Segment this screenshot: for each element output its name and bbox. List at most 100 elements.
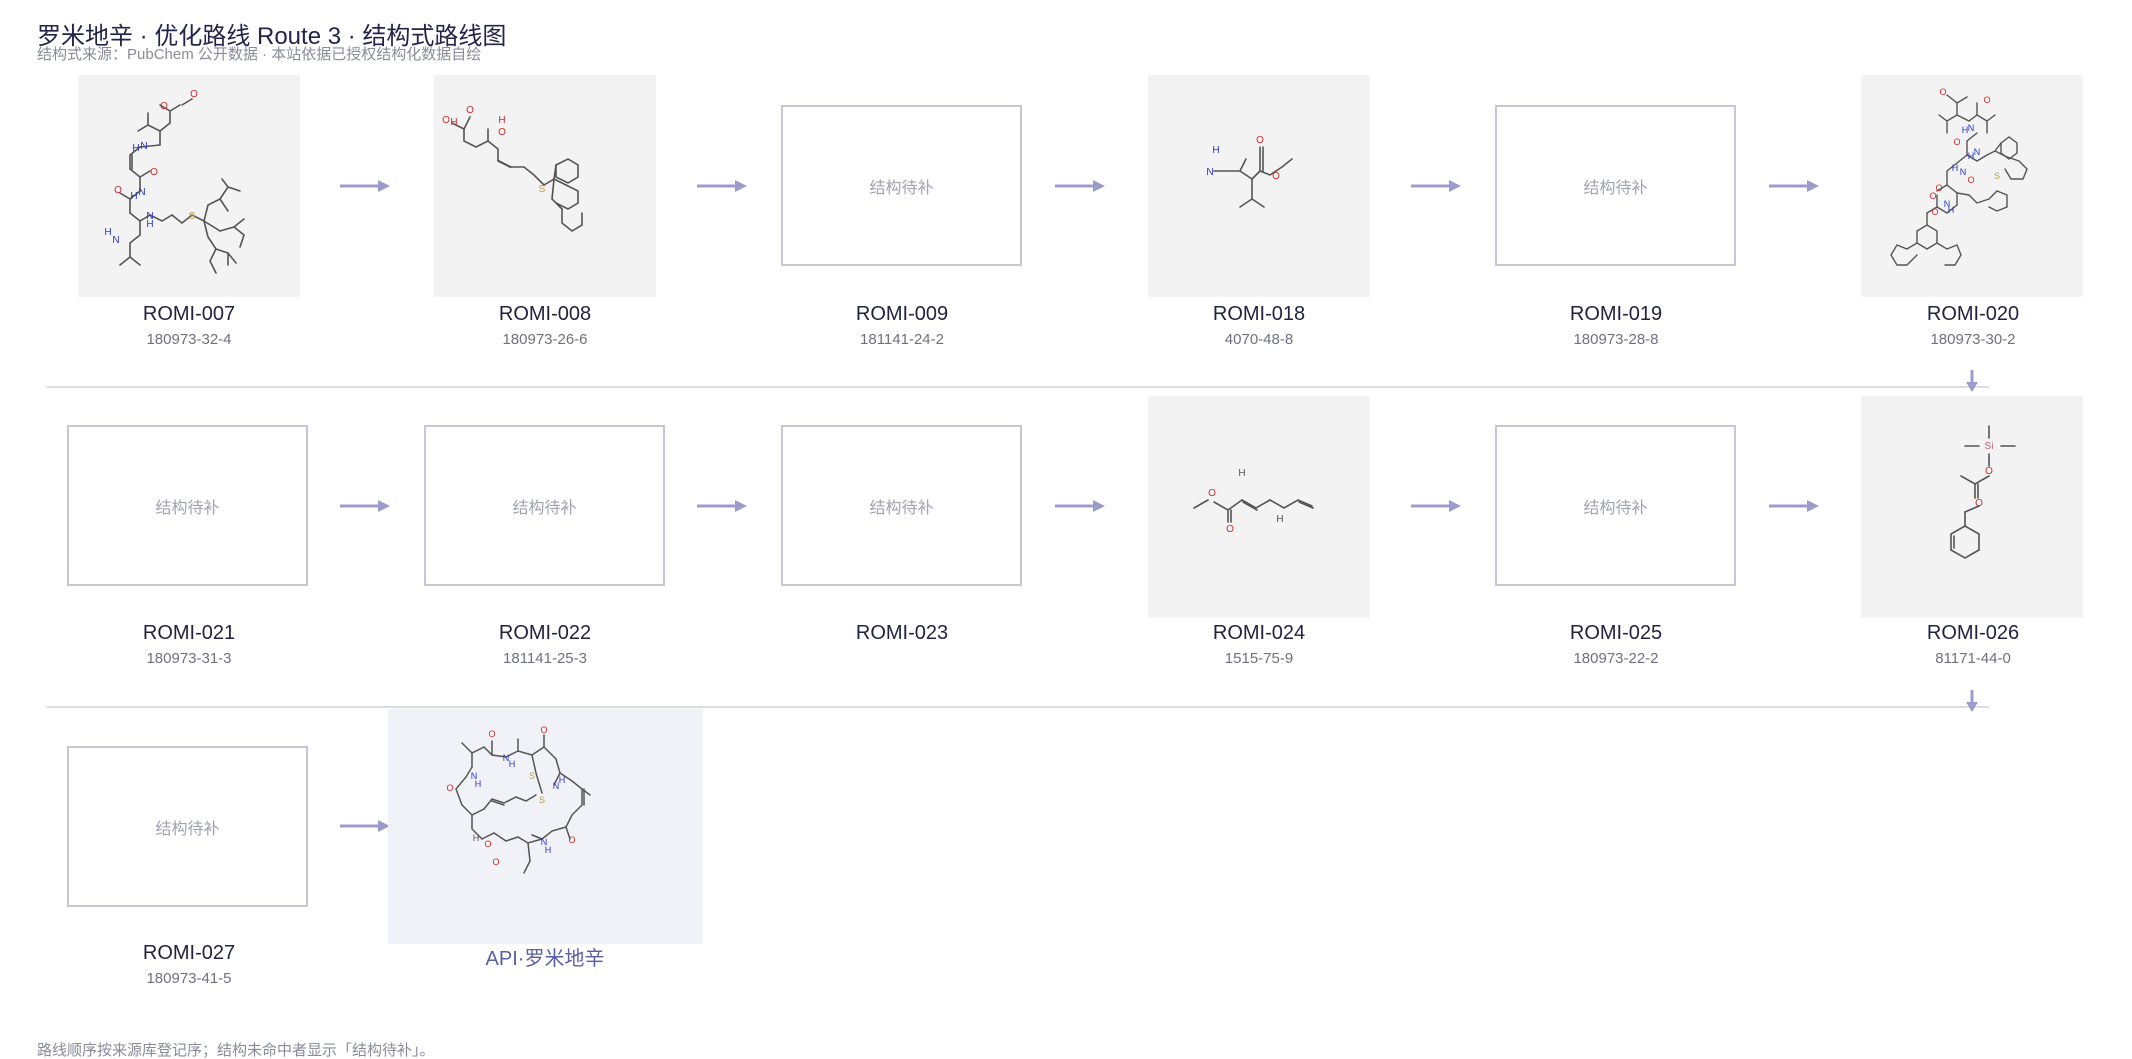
node-id-romi-022: ROMI-022	[498, 622, 592, 644]
node-cas-romi-019: 180973-28-8	[1573, 331, 1659, 348]
structure-placeholder-romi-019: 结构待补	[1495, 105, 1736, 266]
route-arrow-down	[1963, 690, 1981, 714]
structure-image-romi-018[interactable]: H N O O	[1148, 75, 1370, 297]
node-cas-romi-009: 181141-24-2	[860, 331, 944, 348]
atom-label: Si	[1985, 441, 1994, 452]
atom-label: H	[132, 143, 139, 154]
route-arrow-right	[340, 498, 392, 514]
node-cas-romi-020: 180973-30-2	[1930, 331, 2016, 348]
atom-label: H	[559, 775, 566, 785]
atom-label: O	[190, 89, 198, 100]
node-id-romi-024: ROMI-024	[1212, 622, 1306, 644]
atom-label: S	[189, 211, 196, 222]
atom-label: H	[473, 833, 480, 843]
structure-image-romi-026[interactable]: Si O O	[1861, 396, 2083, 618]
route-arrow-right	[1411, 178, 1463, 194]
structure-image-api: O N H H O N S S N H O H O N H O O	[446, 725, 591, 874]
node-id-romi-019: ROMI-019	[1569, 303, 1663, 325]
node-id-romi-027: ROMI-027	[142, 942, 236, 964]
route-arrow-right	[1769, 498, 1821, 514]
node-id-romi-021: ROMI-021	[142, 622, 236, 644]
node-cas-romi-021: 180973-31-3	[146, 650, 232, 667]
node-id-romi-007: ROMI-007	[142, 303, 236, 325]
node-cas-romi-025: 180973-22-2	[1573, 650, 1659, 667]
atom-label: S	[539, 795, 545, 805]
node-id-romi-023: ROMI-023	[855, 622, 949, 644]
atom-label: N	[1974, 147, 1981, 157]
atom-label: O	[492, 857, 499, 867]
atom-label: N	[471, 771, 478, 781]
structure-image-romi-024[interactable]: O H O H	[1148, 396, 1370, 618]
node-cas-romi-024: 1515-75-9	[1224, 650, 1294, 667]
footnote: 路线顺序按来源库登记序；结构未命中者显示「结构待补」。	[37, 1042, 435, 1059]
atom-label: H	[475, 779, 482, 789]
atom-label: O	[484, 839, 491, 849]
structure-placeholder-romi-025: 结构待补	[1495, 425, 1736, 586]
structure-placeholder-romi-027: 结构待补	[67, 746, 308, 907]
atom-label: N	[138, 187, 145, 198]
atom-label: O	[466, 105, 474, 116]
atom-label: N	[1960, 167, 1967, 177]
route-arrow-down	[1963, 370, 1981, 394]
atom-label: O	[568, 835, 575, 845]
atom-label: O	[442, 115, 450, 126]
atom-label: H	[509, 759, 516, 769]
page-subtitle: 结构式来源：PubChem 公开数据 · 本站依据已授权结构化数据自绘	[37, 46, 482, 63]
node-cas-romi-008: 180973-26-6	[502, 331, 588, 348]
structure-placeholder-romi-023: 结构待补	[781, 425, 1022, 586]
atom-label: O	[1983, 95, 1990, 105]
atom-label: O	[1929, 191, 1936, 201]
atom-label: O	[114, 185, 122, 196]
atom-label: H	[146, 219, 153, 230]
structure-placeholder-romi-022: 结构待补	[424, 425, 665, 586]
atom-label: O	[1975, 498, 1983, 509]
route-arrow-right	[1769, 178, 1821, 194]
route-arrow-right	[1055, 498, 1107, 514]
atom-label: O	[488, 729, 495, 739]
atom-label: O	[1931, 207, 1938, 217]
node-cas-romi-022: 181141-25-3	[503, 650, 587, 667]
atom-label: N	[553, 781, 560, 791]
atom-label: H	[1968, 151, 1975, 161]
atom-label: H	[1276, 514, 1283, 525]
structure-image-romi-007[interactable]: O O N H O N H S O N H H N	[78, 75, 300, 297]
atom-label: H	[1212, 145, 1219, 156]
atom-label: O	[1208, 488, 1216, 499]
atom-label: O	[150, 167, 158, 178]
route-arrow-right	[1055, 178, 1107, 194]
atom-label: O	[160, 101, 168, 112]
structure-image-romi-008[interactable]: O H O H O S	[434, 75, 656, 297]
atom-label: O	[1226, 524, 1234, 535]
node-cas-romi-027: 180973-41-5	[146, 970, 232, 987]
structure-placeholder-romi-021: 结构待补	[67, 425, 308, 586]
atom-label: N	[503, 753, 510, 763]
atom-label: O	[540, 725, 547, 735]
node-id-romi-025: ROMI-025	[1569, 622, 1663, 644]
atom-label: N	[146, 211, 153, 222]
atom-label: S	[539, 184, 546, 195]
atom-label: H	[1238, 468, 1245, 479]
route-arrow-right	[1411, 498, 1463, 514]
atom-label: S	[529, 771, 535, 781]
atom-label: O	[446, 783, 453, 793]
atom-label: O	[498, 127, 506, 138]
atom-label: N	[1206, 167, 1213, 178]
atom-label: O	[1985, 466, 1993, 477]
structure-image-romi-020[interactable]: O N O H O N H S H N O O N H O O	[1861, 75, 2083, 297]
atom-label: S	[1994, 171, 2000, 181]
atom-label: N	[112, 235, 119, 246]
atom-label: O	[1967, 175, 1974, 185]
node-cas-romi-018: 4070-48-8	[1224, 331, 1294, 348]
atom-label: O	[1953, 137, 1960, 147]
route-arrow-right	[340, 818, 392, 834]
atom-label: H	[545, 845, 552, 855]
route-arrow-right	[697, 498, 749, 514]
atom-label: N	[541, 837, 548, 847]
atom-label: N	[1944, 199, 1951, 209]
atom-label: H	[1952, 163, 1959, 173]
node-cas-romi-026: 81171-44-0	[1935, 650, 2011, 667]
api-card[interactable]: O N H H O N S S N H O H O N H O O	[388, 709, 703, 944]
node-id-romi-026: ROMI-026	[1926, 622, 2020, 644]
atom-label: H	[450, 117, 457, 128]
node-id-romi-018: ROMI-018	[1212, 303, 1306, 325]
